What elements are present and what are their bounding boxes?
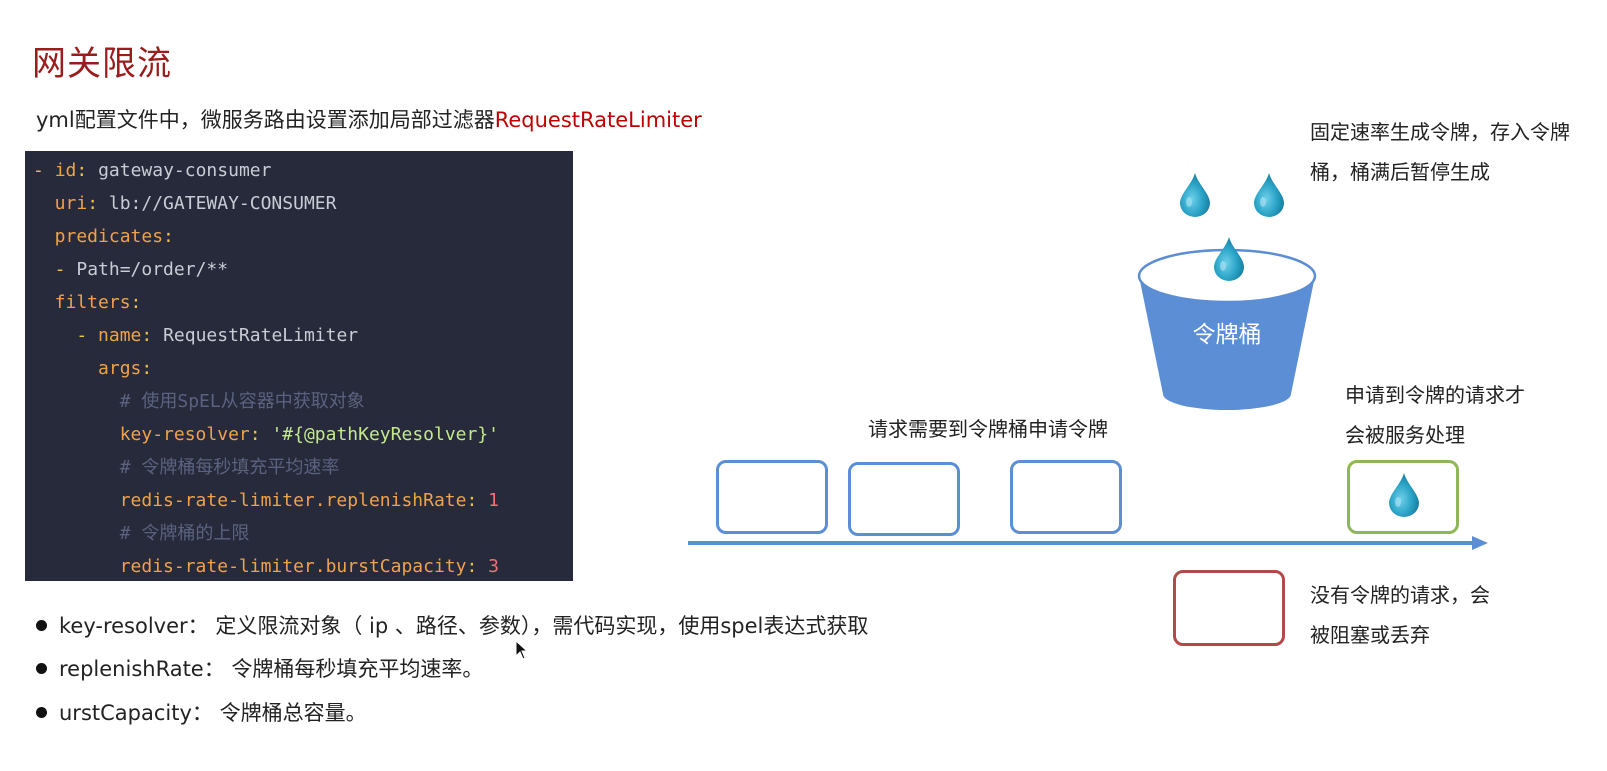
blocked-caption-line2: 被阻塞或丢弃 <box>1310 623 1430 647</box>
code-token: # 使用SpEL从容器中获取对象 <box>33 391 365 412</box>
code-token: redis-rate-limiter.replenishRate <box>33 490 467 511</box>
yaml-code-block: - id: gateway-consumer uri: lb://GATEWAY… <box>25 151 573 581</box>
code-token: uri <box>33 193 88 214</box>
served-caption-line1: 申请到令牌的请求才 <box>1345 383 1525 407</box>
subtitle: yml配置文件中，微服务路由设置添加局部过滤器RequestRateLimite… <box>36 104 702 134</box>
code-token: - <box>33 160 55 181</box>
code-token: : <box>141 358 153 379</box>
bucket-label: 令牌桶 <box>1192 322 1262 348</box>
code-token: - <box>33 259 77 280</box>
bullet-replenish-rate: replenishRate： 令牌桶每秒填充平均速率。 <box>36 653 483 683</box>
generate-caption-line1: 固定速率生成令牌，存入令牌 <box>1310 120 1570 144</box>
request-box <box>716 460 828 534</box>
code-token: name <box>98 325 142 346</box>
code-token: RequestRateLimiter <box>163 325 359 346</box>
timeline-arrow <box>688 536 1488 550</box>
code-token: : <box>466 490 489 511</box>
code-token: id <box>54 160 77 181</box>
blocked-caption-line1: 没有令牌的请求，会 <box>1310 583 1490 607</box>
code-line: # 令牌桶的上限 <box>33 519 250 549</box>
code-line: - Path=/order/** <box>33 255 228 285</box>
code-token: # 令牌桶的上限 <box>33 523 250 544</box>
bullet-dot-icon <box>36 619 47 631</box>
code-token: predicates <box>33 226 164 247</box>
code-token: key-resolver <box>33 424 250 445</box>
code-line: filters: <box>33 288 142 318</box>
code-token: Path=/order/** <box>76 259 229 280</box>
code-token: lb://GATEWAY-CONSUMER <box>108 193 337 214</box>
request-caption: 请求需要到令牌桶申请令牌 <box>868 417 1108 441</box>
code-token: : <box>130 292 142 313</box>
subtitle-highlight: RequestRateLimiter <box>494 108 702 132</box>
code-token: : <box>163 226 174 247</box>
subtitle-text: yml配置文件中，微服务路由设置添加局部过滤器 <box>36 108 495 132</box>
code-token: filters <box>33 292 131 313</box>
code-line: - name: RequestRateLimiter <box>33 321 358 351</box>
request-box <box>1010 460 1122 534</box>
code-line: args: <box>33 354 152 384</box>
blocked-request-box <box>1173 570 1285 646</box>
code-line: predicates: <box>33 222 174 252</box>
bullet-burst-capacity: urstCapacity： 令牌桶总容量。 <box>36 697 367 727</box>
code-token: - <box>33 325 99 346</box>
token-drop-icon <box>1178 172 1212 218</box>
bullet-key-resolver: key-resolver： 定义限流对象（ ip 、路径、参数），需代码实现，使… <box>36 610 868 640</box>
served-caption: 申请到令牌的请求才 会被服务处理 <box>1345 375 1525 455</box>
code-token: : <box>141 325 164 346</box>
code-line: # 令牌桶每秒填充平均速率 <box>33 453 340 483</box>
generate-caption: 固定速率生成令牌，存入令牌 桶，桶满后暂停生成 <box>1310 112 1570 192</box>
blocked-caption: 没有令牌的请求，会 被阻塞或丢弃 <box>1310 575 1490 655</box>
code-token: : <box>76 160 99 181</box>
code-line: redis-rate-limiter.burstCapacity: 3 <box>33 552 499 582</box>
mouse-cursor-icon <box>515 640 529 660</box>
code-line: uri: lb://GATEWAY-CONSUMER <box>33 189 337 219</box>
request-box <box>848 462 960 536</box>
code-token: 1 <box>488 490 500 511</box>
token-drop-icon <box>1387 472 1421 518</box>
code-token: : <box>466 556 489 577</box>
code-line: - id: gateway-consumer <box>33 156 271 186</box>
generate-caption-line2: 桶，桶满后暂停生成 <box>1310 160 1490 184</box>
code-token: 3 <box>488 556 500 577</box>
bullet-dot-icon <box>36 662 47 674</box>
code-token: gateway-consumer <box>98 160 272 181</box>
code-line: key-resolver: '#{@pathKeyResolver}' <box>33 420 499 450</box>
token-drop-icon <box>1212 236 1246 282</box>
code-token: args <box>33 358 142 379</box>
code-token: : <box>87 193 109 214</box>
code-token: redis-rate-limiter.burstCapacity <box>33 556 467 577</box>
code-token: '#{@pathKeyResolver}' <box>271 424 500 445</box>
served-caption-line2: 会被服务处理 <box>1345 423 1465 447</box>
code-token: : <box>249 424 272 445</box>
code-line: # 使用SpEL从容器中获取对象 <box>33 387 365 417</box>
page-title: 网关限流 <box>32 44 172 84</box>
token-drop-icon <box>1252 172 1286 218</box>
bullet-text: urstCapacity： 令牌桶总容量。 <box>59 701 367 725</box>
code-token: # 令牌桶每秒填充平均速率 <box>33 457 340 478</box>
bullet-dot-icon <box>36 706 47 718</box>
code-line: redis-rate-limiter.replenishRate: 1 <box>33 486 499 516</box>
bullet-text: replenishRate： 令牌桶每秒填充平均速率。 <box>59 657 484 681</box>
bullet-text: key-resolver： 定义限流对象（ ip 、路径、参数），需代码实现，使… <box>59 614 869 638</box>
